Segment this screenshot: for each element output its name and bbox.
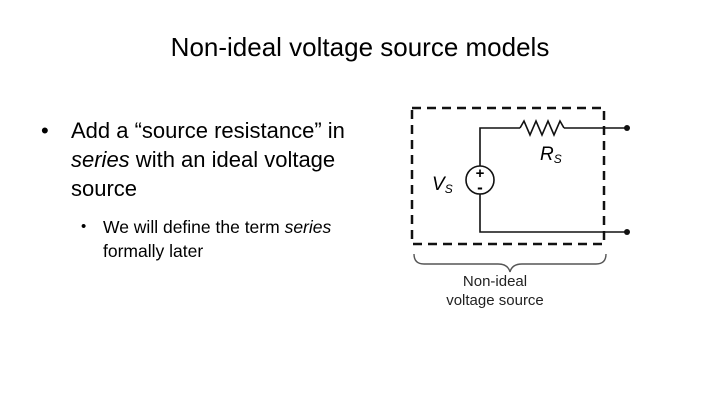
plus-sign: + [476, 165, 485, 182]
sub-bullet-text-em: series [284, 217, 332, 237]
resistor-zigzag-icon [519, 118, 565, 138]
brace-icon [413, 253, 607, 273]
circuit-diagram: + - VS RS [400, 100, 640, 330]
bullet-text-pre: Add a “source resistance” in [71, 118, 345, 143]
sub-bullet-dot-icon: • [81, 218, 87, 235]
vs-label: VS [432, 174, 453, 196]
rs-label: RS [540, 144, 562, 166]
bottom-terminal-icon [624, 229, 630, 235]
top-terminal-icon [624, 125, 630, 131]
bullet-item-main: • Add a “source resistance” in series wi… [38, 116, 368, 203]
sub-bullet-text-pre: We will define the term [103, 217, 285, 237]
bullet-dot-icon: • [41, 118, 49, 143]
rs-subscript: S [554, 152, 562, 166]
sub-bullet-text-post: formally later [103, 241, 204, 261]
minus-sign: - [477, 178, 483, 197]
bottom-wire [479, 194, 627, 233]
bullet-item-sub: • We will define the term series formall… [38, 215, 368, 263]
top-wire [479, 127, 520, 166]
vs-symbol: V [432, 174, 447, 195]
bullet-text-em: series [71, 147, 130, 172]
bullet-list: • Add a “source resistance” in series wi… [38, 116, 368, 263]
caption-line-1: Non-ideal [462, 273, 528, 290]
caption-line-2: voltage source [446, 292, 544, 309]
vs-subscript: S [445, 182, 453, 196]
bullet-text-post: with an ideal voltage source [71, 147, 336, 201]
rs-symbol: R [540, 144, 554, 165]
dashed-enclosure [410, 106, 606, 246]
figure-caption: Non-ideal voltage source [400, 272, 590, 310]
slide-title: Non-ideal voltage source models [170, 32, 550, 62]
